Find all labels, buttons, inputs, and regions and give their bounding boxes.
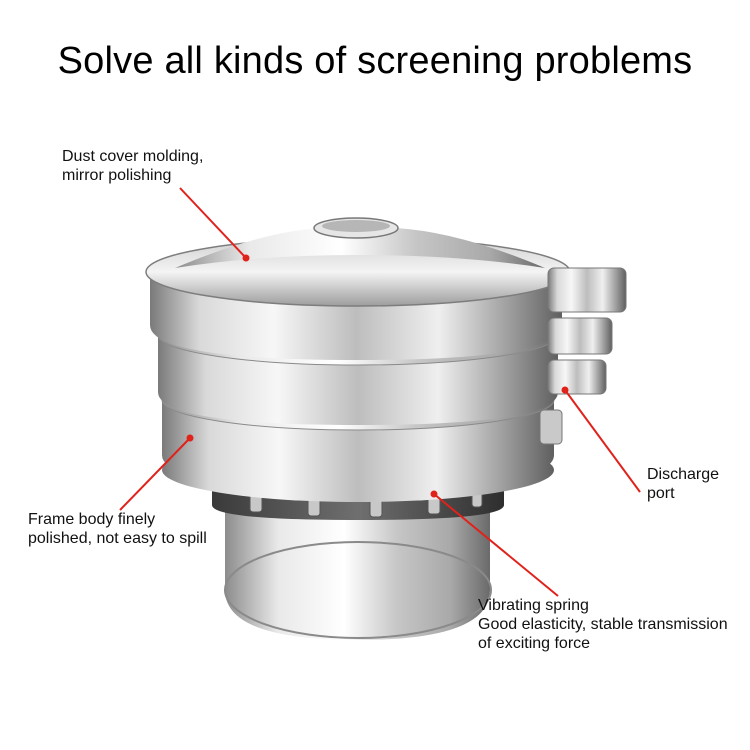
- label-line: Dust cover molding,: [62, 148, 204, 165]
- label-line: port: [647, 485, 675, 502]
- pointer-spring-dot: [430, 490, 438, 498]
- pointer-frame-body-dot: [186, 434, 194, 442]
- label-line: Vibrating spring: [478, 597, 589, 614]
- pointer-spring: [433, 493, 559, 597]
- label-line: Discharge: [647, 466, 720, 483]
- pointer-dust-cover: [179, 187, 247, 259]
- page-title: Solve all kinds of screening problems: [57, 40, 693, 82]
- pointer-discharge-dot: [561, 386, 569, 394]
- dust-cover: [145, 217, 571, 307]
- label-line: mirror polishing: [62, 167, 172, 184]
- base-cylinder: [224, 490, 492, 640]
- label-dust-cover: Dust cover molding, mirror polishing: [62, 147, 203, 185]
- pointer-frame-body: [119, 437, 191, 511]
- label-vibrating-spring: Vibrating spring Good elasticity, stable…: [478, 596, 728, 653]
- label-line: Good elasticity, stable transmission: [478, 616, 728, 633]
- discharge-ports: [539, 267, 627, 445]
- pointer-dust-cover-dot: [242, 254, 250, 262]
- label-line: Frame body finely: [28, 511, 156, 528]
- label-line: of exciting force: [478, 635, 591, 652]
- label-frame-body: Frame body finely polished, not easy to …: [28, 510, 207, 548]
- pointer-discharge: [564, 389, 641, 493]
- label-discharge-port: Discharge port: [647, 465, 719, 503]
- label-line: polished, not easy to spill: [28, 530, 207, 547]
